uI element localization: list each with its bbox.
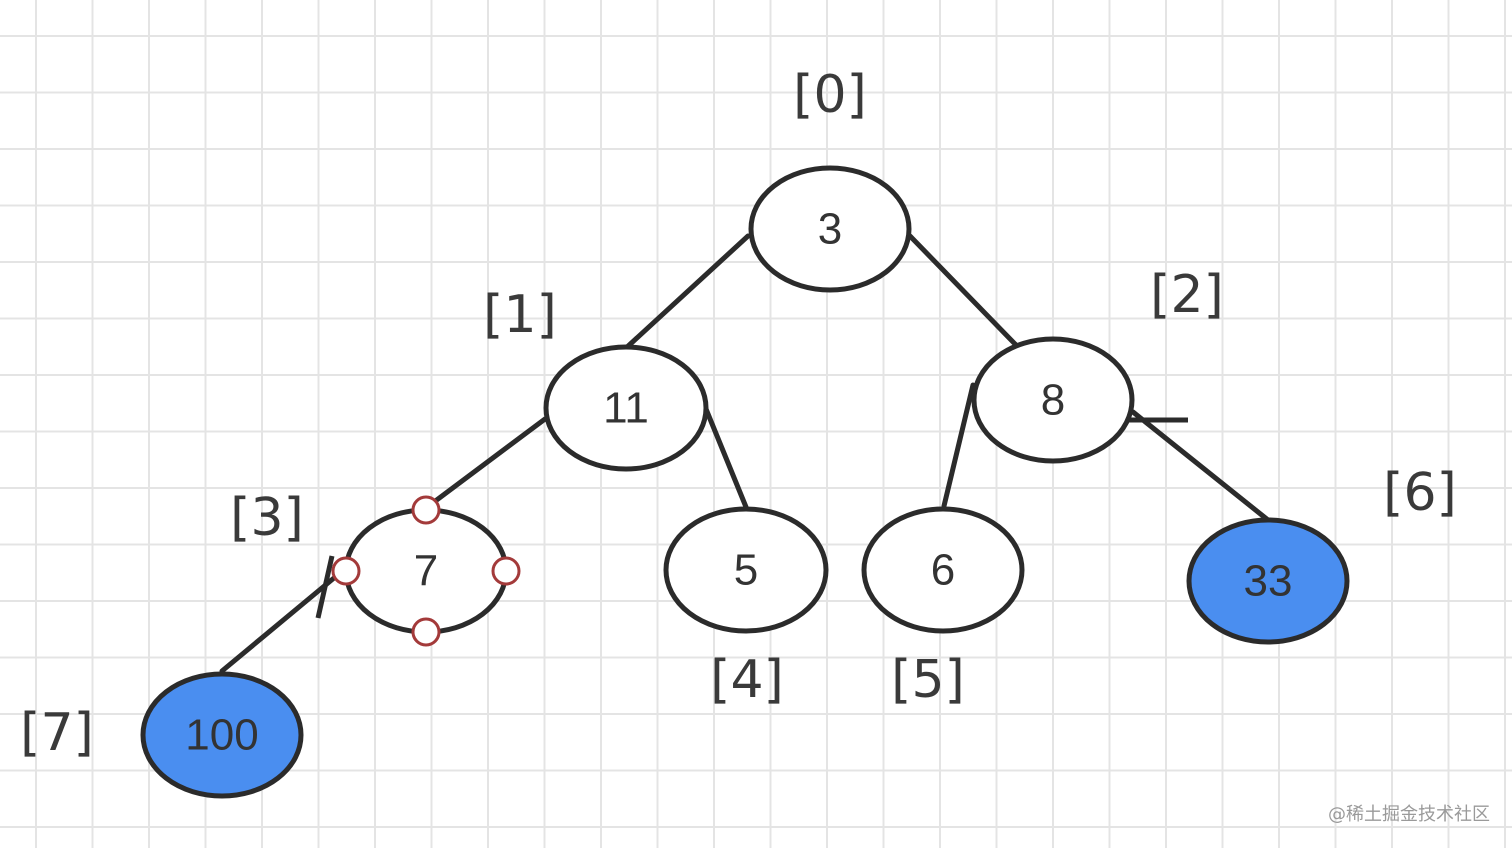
node-ellipse[interactable] xyxy=(971,336,1135,464)
edge-n2-n6[interactable] xyxy=(1130,409,1271,523)
node-value: 5 xyxy=(734,546,758,595)
edge-tick-mark xyxy=(315,555,335,619)
edge-n0-n2[interactable] xyxy=(907,233,1019,348)
tree-node-n3[interactable]: 7 xyxy=(343,507,509,635)
connection-handle[interactable] xyxy=(491,556,521,586)
edge-n1-n3[interactable] xyxy=(431,416,548,505)
node-ellipse[interactable] xyxy=(861,506,1025,634)
tree-node-n6[interactable]: 33 xyxy=(1186,517,1350,645)
node-index-label: [7] xyxy=(20,703,94,763)
edge-n2-n5[interactable] xyxy=(941,382,976,509)
connection-handle[interactable] xyxy=(411,617,441,647)
tree-node-n1[interactable]: 11 xyxy=(543,344,709,472)
tree-node-n4[interactable]: 5 xyxy=(663,506,829,634)
node-index-label: [5] xyxy=(891,650,965,710)
tree-node-n0[interactable]: 3 xyxy=(748,165,912,293)
connection-handle[interactable] xyxy=(411,495,441,525)
node-index-label: [2] xyxy=(1150,265,1224,325)
index-labels: [0] [1] [2] [3] [4] [5] [6] [7] xyxy=(20,65,1457,763)
node-index-label: [6] xyxy=(1383,463,1457,523)
node-index-label: [1] xyxy=(483,285,557,345)
node-index-label: [0] xyxy=(793,65,867,125)
node-ellipse[interactable] xyxy=(543,344,709,472)
node-index-label: [4] xyxy=(710,650,784,710)
node-ellipse[interactable] xyxy=(1186,517,1350,645)
node-value: 8 xyxy=(1041,376,1065,425)
tree-nodes: 3 11 8 7 5 6 33 100 xyxy=(140,165,1350,799)
node-ellipse[interactable] xyxy=(663,506,829,634)
node-ellipse[interactable] xyxy=(140,671,304,799)
node-index-label: [3] xyxy=(230,488,304,548)
tree-node-n7[interactable]: 100 xyxy=(140,671,304,799)
selection-handles xyxy=(331,495,521,647)
node-value: 11 xyxy=(603,384,649,433)
tree-node-n2[interactable]: 8 xyxy=(971,336,1135,464)
node-value: 33 xyxy=(1244,557,1293,606)
node-value: 100 xyxy=(185,711,258,760)
tree-edges xyxy=(219,233,1271,674)
node-value: 6 xyxy=(931,546,955,595)
edge-n1-n4[interactable] xyxy=(703,406,749,510)
edge-n0-n1[interactable] xyxy=(623,233,751,351)
watermark-text: @稀土掘金技术社区 xyxy=(1328,804,1490,825)
tree-node-n5[interactable]: 6 xyxy=(861,506,1025,634)
connection-handle[interactable] xyxy=(331,556,361,586)
node-ellipse[interactable] xyxy=(748,165,912,293)
node-value: 7 xyxy=(414,547,438,596)
node-value: 3 xyxy=(818,205,842,254)
